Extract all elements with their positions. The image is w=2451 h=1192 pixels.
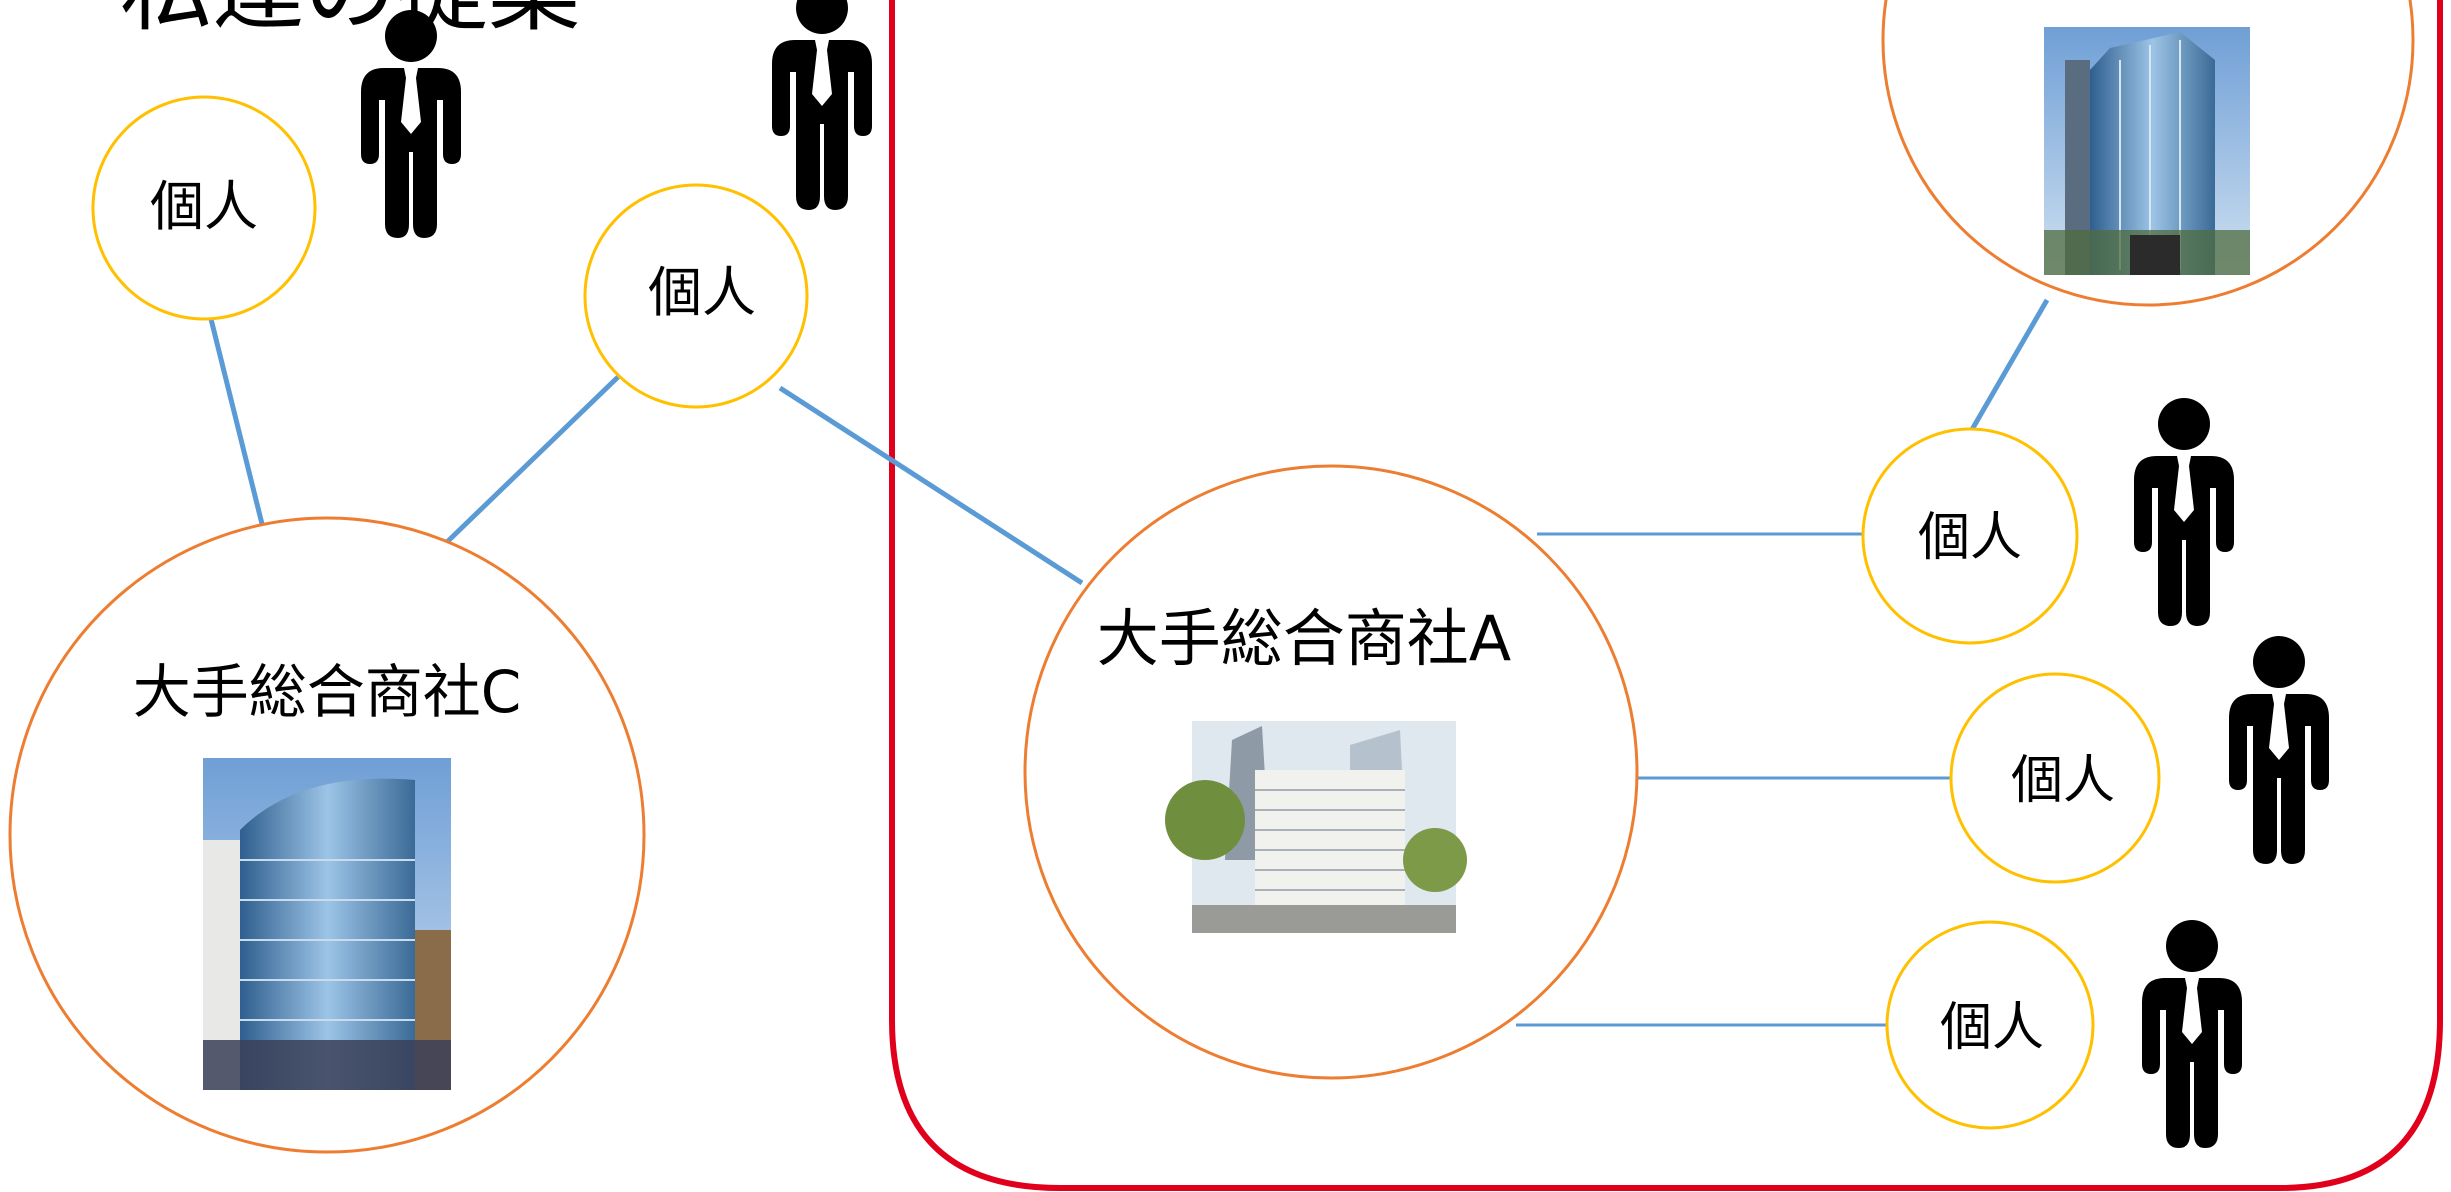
- person-icon: [772, 0, 872, 210]
- person-icon: [2134, 398, 2234, 626]
- person-icon: [2142, 920, 2242, 1148]
- company-a-label: 大手総合商社A: [1097, 602, 1511, 675]
- person-node: 個人: [1949, 672, 2161, 884]
- connector-person3-company: [1967, 298, 2050, 435]
- person-icon: [361, 10, 461, 238]
- person-node: 個人: [583, 183, 809, 409]
- person-node: 個人: [91, 95, 317, 321]
- person-label: 個人: [1918, 508, 2022, 568]
- building-photo-c: [203, 758, 451, 1090]
- person-label: 個人: [648, 261, 756, 324]
- person-label: 個人: [150, 175, 258, 238]
- building-photo-a: [1165, 721, 1467, 933]
- person-icon: [2229, 636, 2329, 864]
- building-photo-top-right: [2044, 27, 2250, 275]
- company-c-node: 大手総合商社C: [8, 516, 646, 1154]
- person-node: 個人: [1885, 920, 2095, 1130]
- connector-person2-a: [778, 385, 1084, 586]
- company-a-frame: [889, 0, 2443, 1191]
- slide-title: 私達の提案: [120, 0, 580, 44]
- connector-c-person1: [207, 314, 266, 529]
- person-node: 個人: [1861, 427, 2079, 645]
- person-label: 個人: [1940, 998, 2044, 1058]
- connector-c-person2: [444, 375, 620, 545]
- company-a-node: 大手総合商社A: [1023, 464, 1639, 1080]
- connector-lines: [207, 298, 2050, 1027]
- person-label: 個人: [2011, 751, 2115, 811]
- company-c-label: 大手総合商社C: [133, 658, 522, 726]
